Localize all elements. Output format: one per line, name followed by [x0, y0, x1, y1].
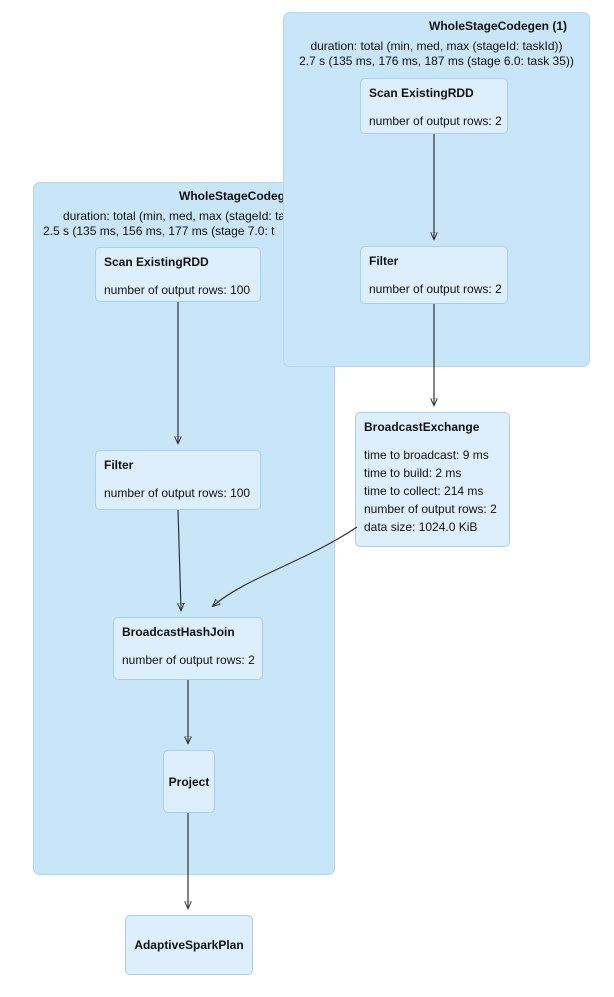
node-project[interactable]: Project — [163, 750, 215, 813]
node-metrics: number of output rows: 2 — [369, 280, 502, 298]
node-title: Filter — [104, 458, 134, 472]
node-title: Scan ExistingRDD — [104, 255, 209, 269]
node-metric: number of output rows: 2 — [369, 114, 502, 128]
node-metric: number of output rows: 2 — [369, 282, 502, 296]
node-metrics: number of output rows: 2 — [369, 112, 502, 130]
cluster-wholestagecodegen-1[interactable]: WholeStageCodegen (1) duration: total (m… — [283, 12, 590, 367]
node-title: Scan ExistingRDD — [369, 86, 474, 100]
node-adaptive-spark-plan[interactable]: AdaptiveSparkPlan — [125, 915, 253, 975]
node-metrics: number of output rows: 2 — [122, 651, 255, 669]
node-metric: number of output rows: 100 — [104, 486, 251, 500]
node-scan-existingrdd-left[interactable]: Scan ExistingRDD number of output rows: … — [95, 247, 261, 302]
node-metric: time to collect: 214 ms — [364, 484, 484, 498]
node-metric: number of output rows: 2 — [364, 502, 497, 516]
node-broadcast-hash-join[interactable]: BroadcastHashJoin number of output rows:… — [113, 617, 263, 680]
cluster-duration: duration: total (min, med, max (stageId:… — [284, 39, 589, 69]
node-title: BroadcastHashJoin — [122, 625, 235, 639]
node-title: Project — [168, 774, 210, 789]
cluster-duration-line: duration: total (min, med, max (stageId:… — [63, 209, 316, 223]
node-metric: time to build: 2 ms — [364, 466, 462, 480]
node-scan-existingrdd-right[interactable]: Scan ExistingRDD number of output rows: … — [360, 78, 508, 134]
cluster-title: WholeStageCodegen (1) — [429, 19, 568, 33]
node-filter-right[interactable]: Filter number of output rows: 2 — [360, 246, 508, 304]
cluster-duration-line: 2.5 s (135 ms, 156 ms, 177 ms (stage 7.0… — [43, 224, 275, 238]
cluster-duration-line: 2.7 s (135 ms, 176 ms, 187 ms (stage 6.0… — [299, 54, 574, 68]
node-metric: number of output rows: 2 — [122, 653, 255, 667]
cluster-duration-line: duration: total (min, med, max (stageId:… — [310, 39, 563, 53]
node-title: BroadcastExchange — [364, 420, 480, 434]
cluster-title: WholeStageCodegen — [179, 189, 300, 203]
node-broadcast-exchange[interactable]: BroadcastExchange time to broadcast: 9 m… — [355, 412, 510, 547]
node-metrics: number of output rows: 100 — [104, 281, 252, 299]
node-title: Filter — [369, 254, 399, 268]
node-metric: number of output rows: 100 — [104, 283, 251, 297]
node-filter-left[interactable]: Filter number of output rows: 100 — [95, 450, 261, 510]
node-metric: data size: 1024.0 KiB — [364, 520, 478, 534]
node-metric: time to broadcast: 9 ms — [364, 448, 489, 462]
node-metrics: time to broadcast: 9 ms time to build: 2… — [364, 446, 501, 536]
node-title: AdaptiveSparkPlan — [134, 938, 244, 952]
node-metrics: number of output rows: 100 — [104, 484, 252, 502]
